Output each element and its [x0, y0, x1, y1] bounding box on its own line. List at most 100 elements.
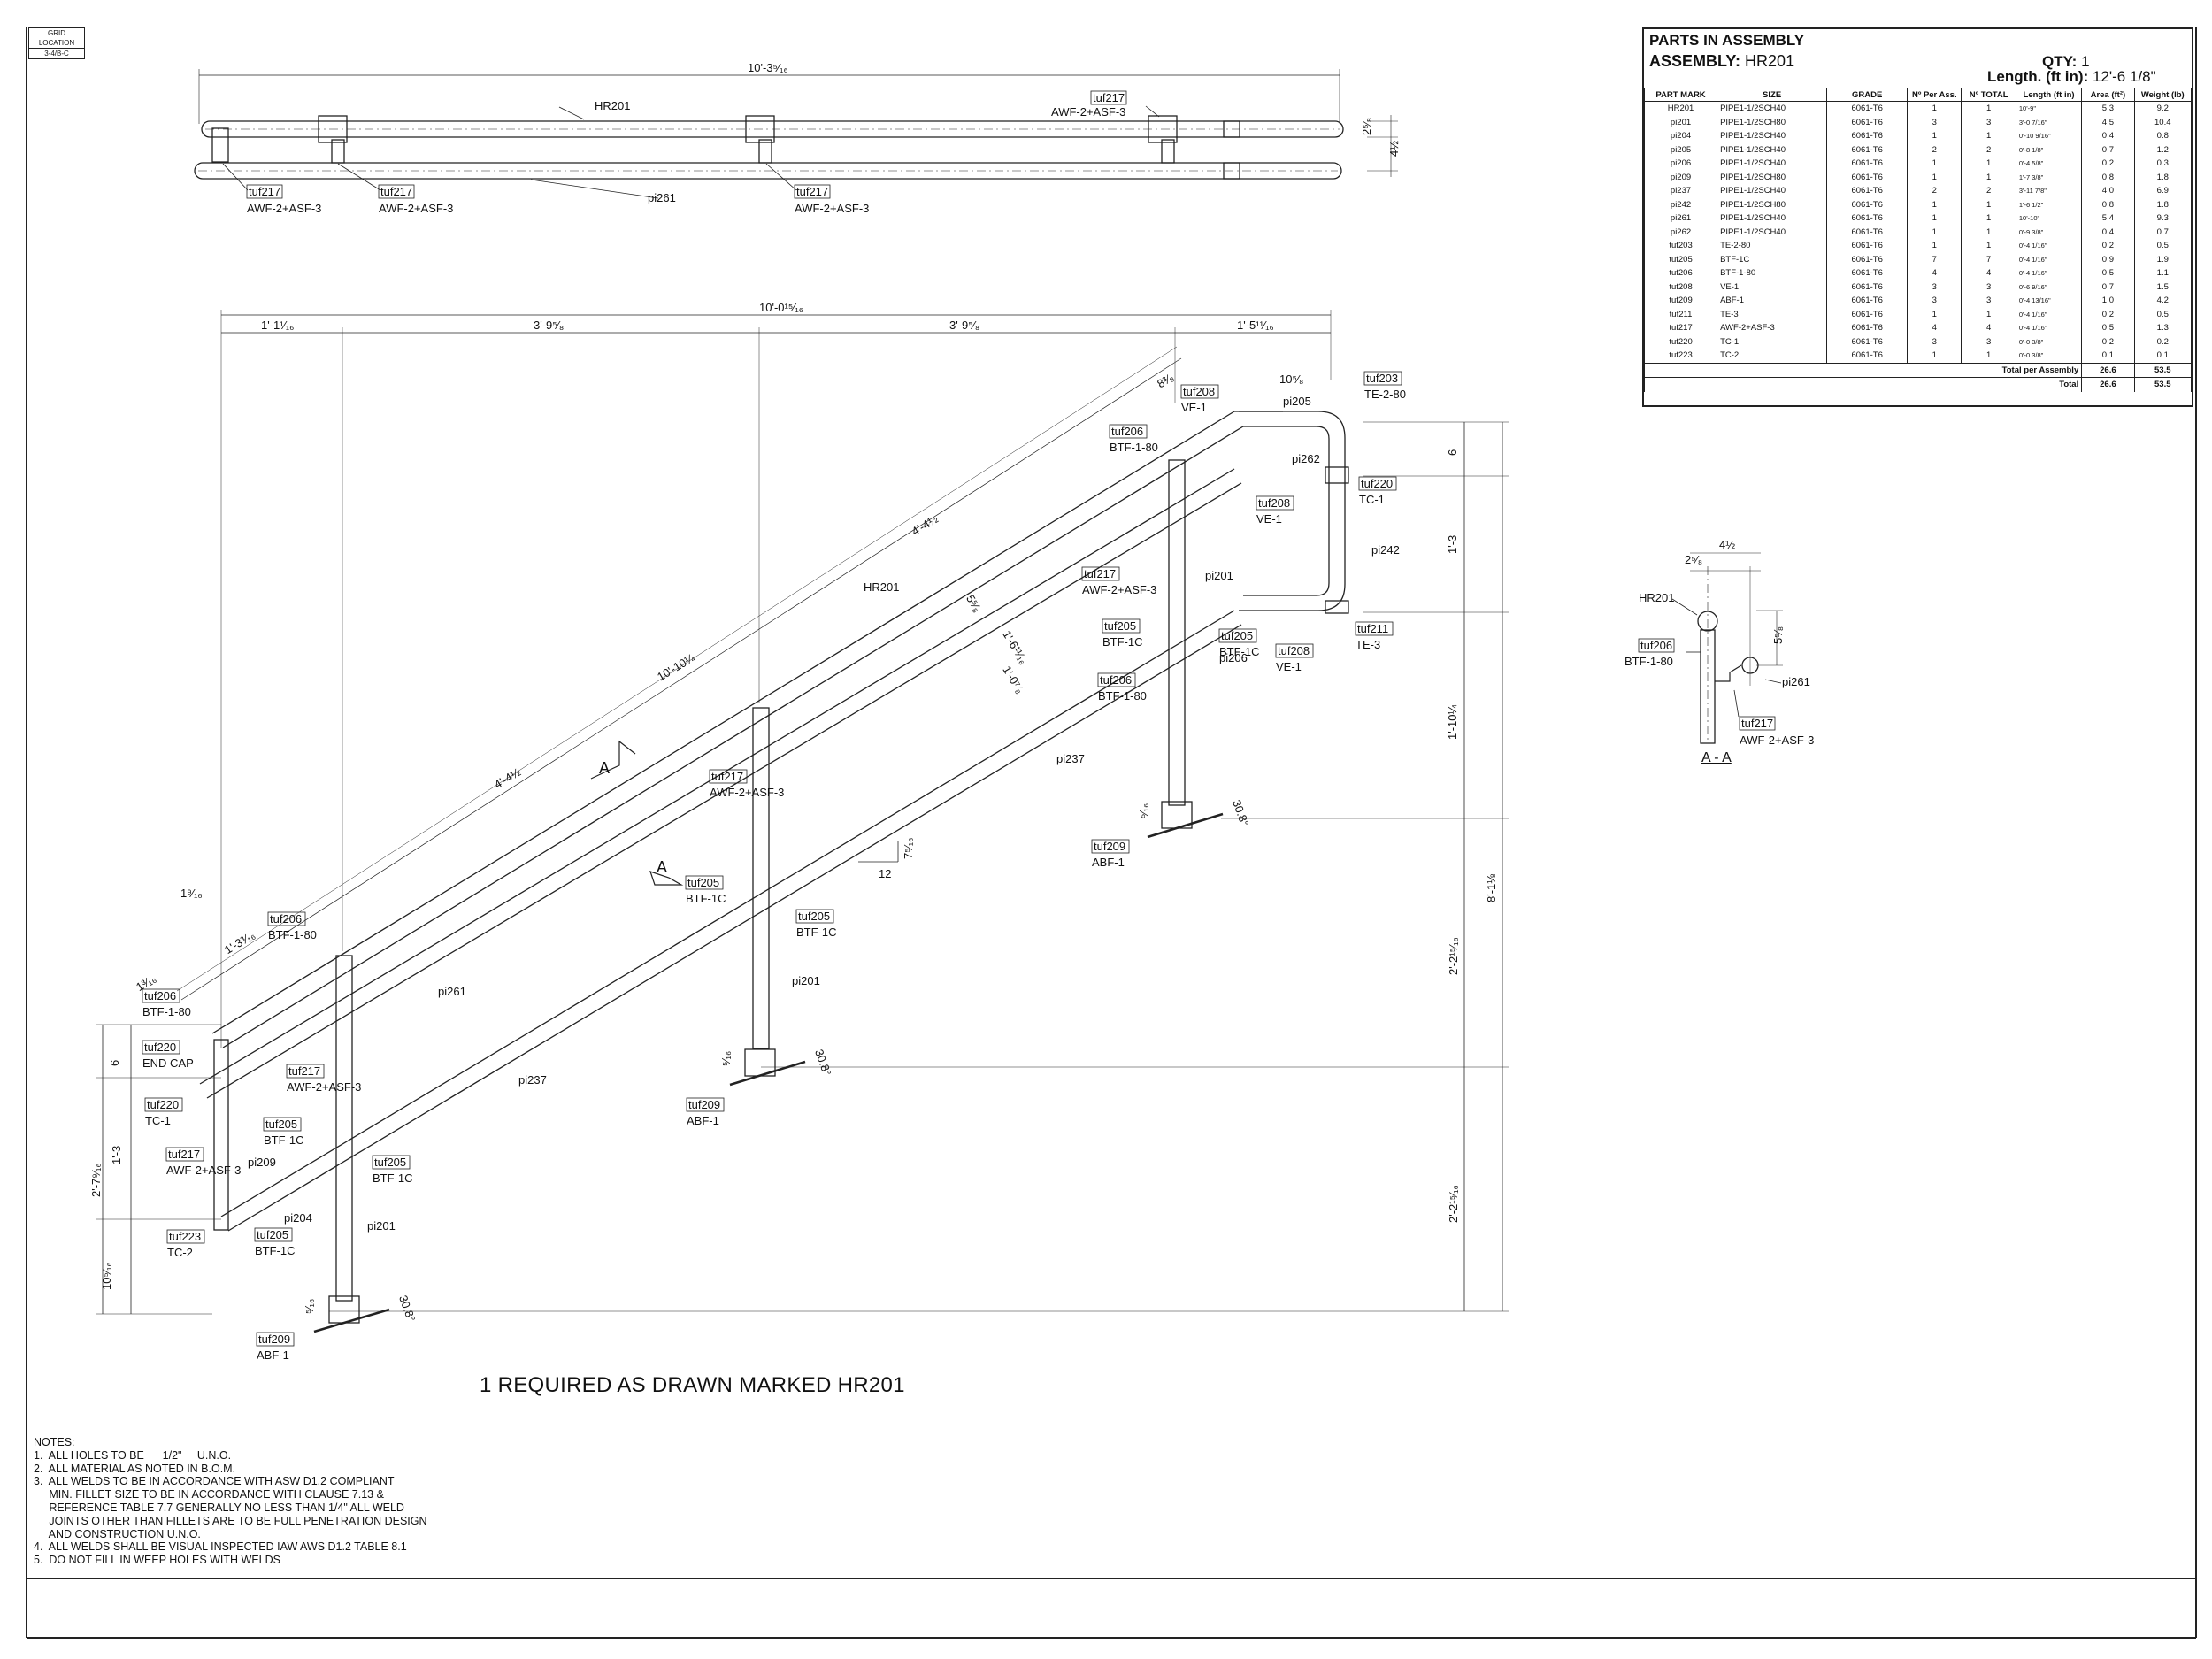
- elev-rail-dim-1: 10'-10¼: [655, 651, 697, 684]
- top-tag-1: tuf217: [249, 185, 280, 198]
- callout-tag: tuf206: [270, 912, 302, 926]
- callout-tag: tuf205: [1104, 619, 1136, 633]
- callout-desc: BTF-1C: [373, 1171, 413, 1185]
- callout-box: [709, 769, 748, 784]
- callout-box: [1218, 628, 1257, 643]
- callout-tag: tuf205: [257, 1228, 288, 1241]
- top-overall-dim: 10'-3⁵⁄₁₆: [748, 61, 788, 74]
- return-loop-inner: [1243, 426, 1330, 596]
- callout-tag: tuf205: [1221, 629, 1253, 642]
- callout-box: [1081, 566, 1120, 581]
- note-line: JOINTS OTHER THAN FILLETS ARE TO BE FULL…: [34, 1514, 427, 1527]
- bom-header-cell: Nº TOTAL: [1961, 88, 2016, 102]
- callout-box: [263, 1117, 302, 1132]
- bom-header-cell: Weight (lb): [2133, 88, 2193, 102]
- note-line: 4. ALL WELDS SHALL BE VISUAL INSPECTED I…: [34, 1540, 407, 1554]
- grid-location-value: 3-4/B-C: [44, 50, 69, 58]
- callout-desc: ABF-1: [257, 1348, 289, 1362]
- post-right: [1168, 459, 1186, 806]
- callout-box: [686, 1097, 725, 1112]
- callout-tag: tuf205: [687, 876, 719, 889]
- callout-desc: TC-1: [1359, 493, 1385, 506]
- top-tag-3: tuf217: [796, 185, 828, 198]
- table-cell: 1: [1961, 170, 2016, 184]
- grid-location-label: GRID LOCATION: [29, 28, 84, 49]
- callout-desc: BTF-1-80: [1110, 441, 1158, 454]
- post-left: [335, 955, 353, 1302]
- callout-tag: tuf209: [688, 1098, 720, 1111]
- table-cell: 6.9: [2133, 184, 2193, 198]
- qty-line: QTY: 1: [2042, 53, 2090, 71]
- base-angle-left: 30.8°: [396, 1294, 419, 1324]
- top-bracket-1: [211, 127, 229, 163]
- callout-tag: tuf208: [1258, 496, 1290, 510]
- callout-tag: tuf217: [288, 1064, 320, 1078]
- elev-left-dim-2: 1'-3: [110, 1146, 123, 1164]
- top-tag-4: tuf217: [1093, 91, 1125, 104]
- callout-desc: AWF-2+ASF-3: [710, 786, 784, 799]
- note-line: 2. ALL MATERIAL AS NOTED IN B.O.M.: [34, 1462, 236, 1475]
- elevation-dim-text: 10'-0¹⁵⁄₁₆ 1'-1¹⁄₁₆ 3'-9⁵⁄₈ 3'-9⁵⁄₈ 1'-5…: [89, 301, 1498, 1324]
- table-cell: 1: [1961, 239, 2016, 253]
- pipe-label: pi242: [1371, 543, 1400, 557]
- note-line: NOTES:: [34, 1436, 75, 1448]
- table-cell: 4: [1961, 266, 2016, 280]
- callout-desc: AWF-2+ASF-3: [166, 1164, 241, 1177]
- elev-right-dim-6: 2'-2¹⁵⁄₁₆: [1447, 1185, 1460, 1223]
- slope-run: 12: [879, 867, 891, 880]
- callout-desc: ABF-1: [687, 1114, 719, 1127]
- note-line: 3. ALL WELDS TO BE IN ACCORDANCE WITH AS…: [34, 1475, 395, 1488]
- base-angle-right: 30.8°: [1230, 798, 1252, 828]
- callout-tag: tuf205: [798, 910, 830, 923]
- elev-seg-dim-2: 3'-9⁵⁄₈: [534, 319, 564, 332]
- table-cell: 3: [1961, 280, 2016, 294]
- table-cell: PIPE1-1/2SCH80: [1717, 170, 1828, 184]
- callout-box: [1256, 495, 1294, 511]
- callout-box: [142, 1040, 180, 1055]
- total-value: 53.5: [2133, 377, 2193, 392]
- qty-value: 1: [2081, 53, 2090, 70]
- table-cell: 9.3: [2133, 211, 2193, 226]
- callout-desc: VE-1: [1256, 512, 1282, 526]
- callout-desc: BTF-1C: [1102, 635, 1143, 649]
- callout-tag: tuf220: [147, 1098, 179, 1111]
- callout-tag: tuf220: [1361, 477, 1393, 490]
- table-cell: 1.1: [2133, 266, 2193, 280]
- callout-tag: tuf209: [258, 1333, 290, 1346]
- base-offset-left: ⁵⁄₁₆: [303, 1299, 316, 1314]
- table-cell: 9.2: [2133, 101, 2193, 116]
- callout-tag: tuf209: [1094, 840, 1125, 853]
- top-bracket-4: [1148, 115, 1178, 143]
- section-pi261-label: pi261: [1782, 675, 1810, 688]
- top-view: [194, 69, 1398, 199]
- table-cell: PIPE1-1/2SCH40: [1717, 184, 1828, 198]
- section-tag-2: tuf217: [1741, 717, 1773, 730]
- top-fit-2: AWF-2+ASF-3: [379, 202, 453, 215]
- parts-in-assembly: PARTS IN ASSEMBLY ASSEMBLY: HR201 QTY: 1…: [1642, 27, 2193, 407]
- note-line: 1. ALL HOLES TO BE 1/2" U.N.O.: [34, 1448, 232, 1462]
- length-value: 12'-6 1/8": [2092, 68, 2156, 85]
- top-dim-b: 4½: [1387, 141, 1401, 157]
- elev-rail-dim-9: 1'-3³⁄₁₆: [222, 928, 257, 956]
- rail-hr201: [211, 411, 1283, 1048]
- table-cell: 1: [1961, 157, 2016, 171]
- section-dim-b: 4½: [1719, 538, 1735, 551]
- table-cell: 1: [1961, 211, 2016, 226]
- notes-block: NOTES:1. ALL HOLES TO BE 1/2" U.N.O.2. A…: [34, 1436, 427, 1567]
- elevation-pipe-labels: pi205pi262pi242pi201pi206HR201pi237pi261…: [248, 395, 1400, 1233]
- pipe-label: pi201: [367, 1219, 396, 1233]
- total-value: 53.5: [2133, 362, 2193, 378]
- callout-tag: tuf206: [1111, 425, 1143, 438]
- pipe-label: pi261: [438, 985, 466, 998]
- base-offset-right: ⁵⁄₁₆: [1137, 803, 1150, 818]
- assembly-label: ASSEMBLY:: [1649, 52, 1741, 70]
